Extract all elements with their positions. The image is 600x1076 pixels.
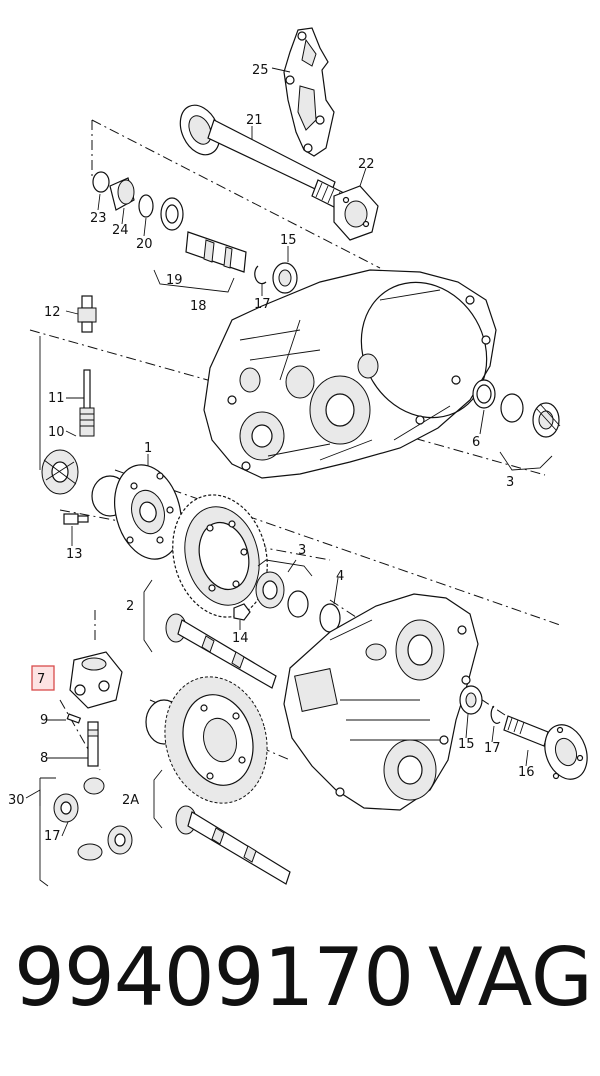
- brand-text: VAG: [428, 931, 593, 1024]
- ring-gear: [172, 494, 268, 618]
- label-7: 7: [37, 672, 45, 687]
- circlip-part-23: [92, 171, 110, 193]
- label-14: 14: [232, 631, 249, 646]
- bearing-part-6: [472, 379, 496, 409]
- label-6: 6: [472, 435, 480, 450]
- drive-shaft-part-21: [179, 104, 351, 213]
- label-17-top: 17: [254, 297, 271, 312]
- clip-part-17-top: [254, 265, 267, 285]
- bearing-part-19: [160, 197, 184, 231]
- shaft-part-2A: [175, 805, 291, 885]
- gear-part-10: [41, 449, 79, 495]
- label-25: 25: [252, 63, 269, 78]
- label-30: 30: [8, 793, 25, 808]
- leader-lines: [46, 67, 529, 837]
- brackets-3-mid: [257, 559, 313, 577]
- seal-part-15-top: [272, 262, 298, 294]
- flange-part-16: [503, 715, 588, 780]
- sleeve-part-24: [109, 177, 135, 211]
- transmission-housing-lower: [283, 593, 479, 811]
- sender-part-12: [77, 295, 97, 333]
- label-18: 18: [190, 299, 207, 314]
- label-11: 11: [48, 391, 65, 406]
- bracket-2: [143, 579, 153, 653]
- label-20: 20: [136, 237, 153, 252]
- label-22: 22: [358, 157, 375, 172]
- label-10: 10: [48, 425, 65, 440]
- label-23: 23: [90, 211, 107, 226]
- differential-assembly-part-2A: [145, 676, 268, 804]
- brackets-3-right: [499, 451, 553, 471]
- bearing-part-3-right: [500, 393, 561, 438]
- bracket-2A: [153, 769, 163, 829]
- differential-part-1: [91, 464, 182, 560]
- label-24: 24: [112, 223, 129, 238]
- label-16: 16: [518, 765, 535, 780]
- bracket-30: [25, 777, 56, 887]
- label-4: 4: [336, 569, 344, 584]
- bearing-part-3-mid: [255, 571, 309, 618]
- label-15-top: 15: [280, 233, 297, 248]
- label-17-bottom-left: 17: [44, 829, 61, 844]
- label-8: 8: [40, 751, 48, 766]
- flange-part-22: [333, 185, 379, 241]
- seal-part-15-bottom: [459, 685, 483, 715]
- exploded-parts-diagram: 25 21 22 23 24 20 19 18 15 17 12 11 10 1…: [8, 27, 588, 887]
- label-1: 1: [144, 441, 152, 456]
- label-17-bottom-right: 17: [484, 741, 501, 756]
- clip-part-17-bottom: [490, 705, 501, 724]
- bolt-part-13: [63, 513, 89, 525]
- highlight-box-part-7: [31, 665, 55, 691]
- bracket-part-25: [283, 27, 335, 157]
- label-2A: 2A: [122, 793, 139, 808]
- nut-part-14: [233, 603, 251, 621]
- shaft-part-18: [185, 231, 247, 273]
- part-number-text: 99409170: [14, 931, 414, 1024]
- label-15-bottom: 15: [458, 737, 475, 752]
- label-19: 19: [166, 273, 183, 288]
- label-3-right: 3: [506, 475, 514, 490]
- differential-cage-part-7: [69, 651, 123, 709]
- pin-part-9: [66, 713, 82, 724]
- brackets-18-19: [153, 269, 235, 293]
- label-2: 2: [126, 599, 134, 614]
- label-12: 12: [44, 305, 61, 320]
- label-9: 9: [40, 713, 48, 728]
- label-13: 13: [66, 547, 83, 562]
- ring-part-20: [138, 194, 154, 218]
- label-3-mid: 3: [298, 543, 306, 558]
- transmission-housing-upper: [203, 269, 497, 479]
- part-labels: 25 21 22 23 24 20 19 18 15 17 12 11 10 1…: [8, 63, 535, 844]
- label-21: 21: [246, 113, 263, 128]
- shaft-part-8: [87, 721, 99, 767]
- differential-gears-part-30: [53, 777, 133, 861]
- shaft-part-2: [165, 613, 277, 689]
- drive-part-11: [79, 369, 95, 437]
